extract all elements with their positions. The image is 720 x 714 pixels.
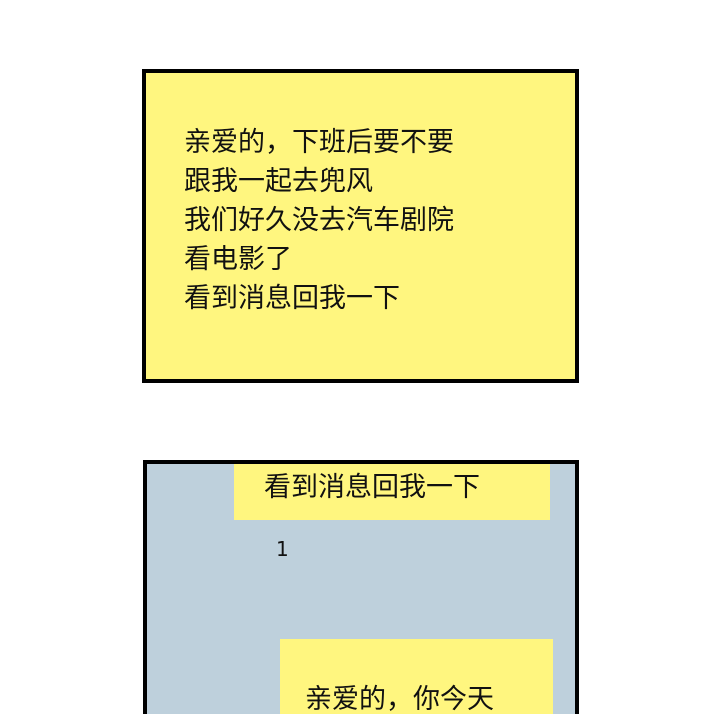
chat-bubble-sent: 看到消息回我一下: [234, 464, 550, 520]
note-line: 跟我一起去兜风: [184, 166, 373, 197]
unread-count: 1: [276, 537, 289, 561]
note-line: 亲爱的，下班后要不要: [184, 127, 454, 158]
note-line: 我们好久没去汽车剧院: [184, 205, 454, 236]
note-text: 亲爱的，下班后要不要 跟我一起去兜风 我们好久没去汽车剧院 看电影了 看到消息回…: [184, 123, 454, 318]
chat-bubble-sent: 亲爱的，你今天: [280, 639, 553, 714]
note-panel: 亲爱的，下班后要不要 跟我一起去兜风 我们好久没去汽车剧院 看电影了 看到消息回…: [142, 69, 579, 383]
chat-panel: 看到消息回我一下 1 亲爱的，你今天: [143, 460, 579, 714]
note-line: 看到消息回我一下: [184, 283, 400, 314]
note-line: 看电影了: [184, 244, 292, 275]
